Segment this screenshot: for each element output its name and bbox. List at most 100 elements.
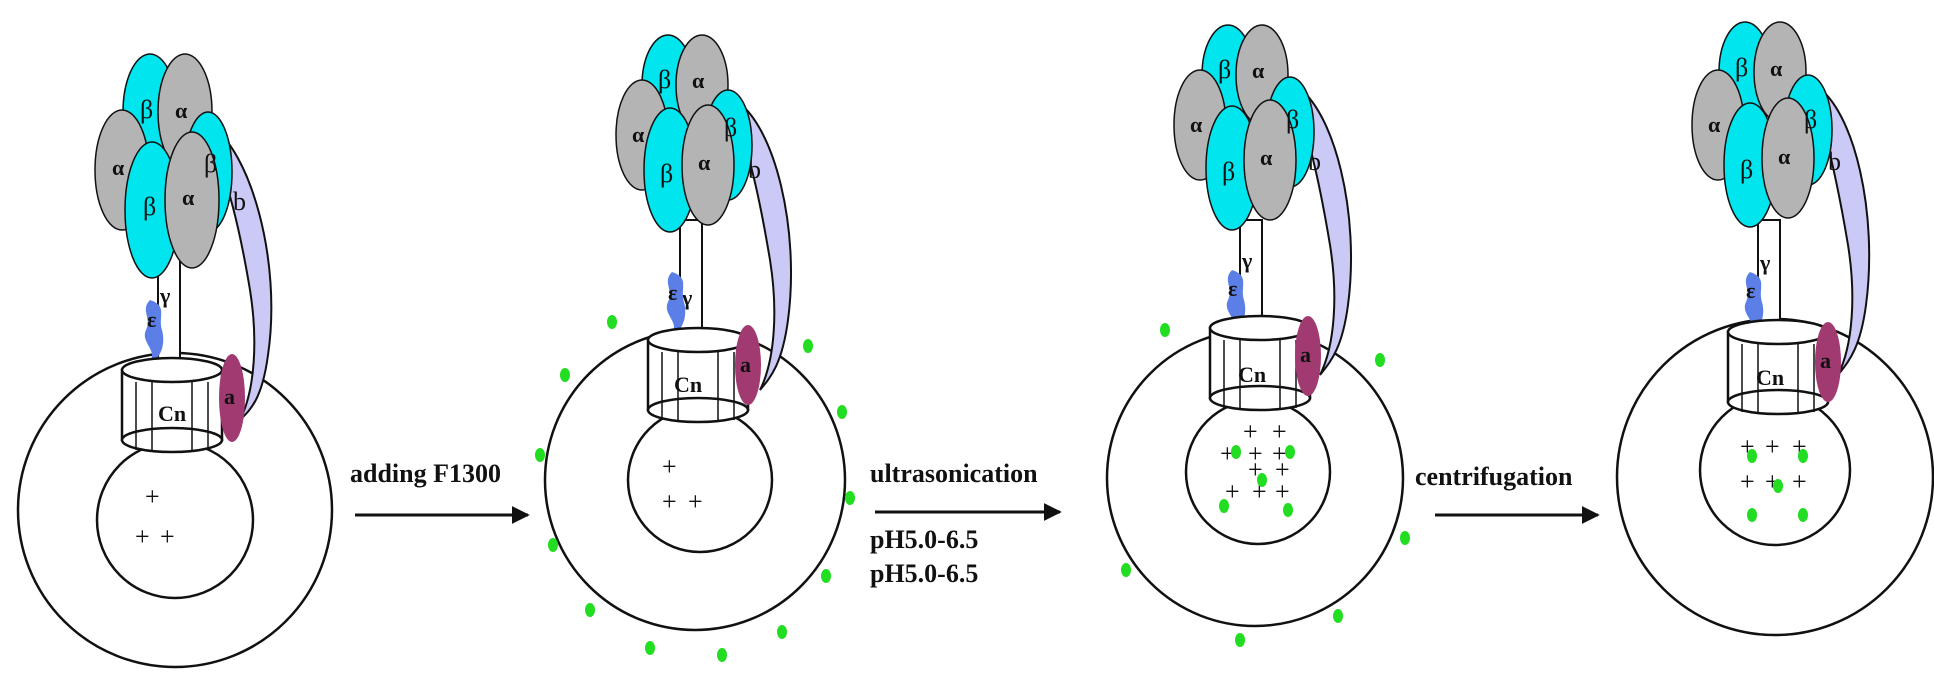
b-label: b — [1828, 147, 1841, 176]
alpha-label: α — [1778, 144, 1791, 169]
vesicle-inner — [95, 440, 255, 600]
cn-ring: Cn — [120, 356, 224, 454]
proton-mark: + — [1275, 455, 1290, 484]
f1300-particle — [1333, 609, 1343, 623]
beta-label: β — [204, 149, 217, 178]
b-subunit — [1294, 83, 1352, 376]
proton-mark: + — [1272, 439, 1287, 468]
proton-mark: + — [1740, 467, 1755, 496]
a-label: a — [224, 384, 235, 409]
proton-mark: + — [1792, 467, 1807, 496]
gamma-label: γ — [1759, 250, 1770, 275]
internal-particles — [1219, 445, 1295, 517]
stage-1-initial-vesicle: + + + γ ε b Cn a — [16, 53, 334, 669]
step-label: adding F1300 — [350, 459, 501, 488]
vesicle-inner — [626, 406, 774, 554]
proton-mark: + — [1243, 417, 1258, 446]
beta-label: β — [1804, 105, 1817, 134]
f1-head: β α β α β α — [615, 34, 753, 233]
a-subunit — [735, 325, 761, 405]
cn-label: Cn — [158, 401, 186, 426]
f1300-particle — [1400, 531, 1410, 545]
a-subunit — [1815, 322, 1841, 402]
stage-3-after-ultrasonication: + + + + + + + + + + γ ε b — [1105, 24, 1410, 647]
cn-label: Cn — [1238, 362, 1266, 387]
cn-label: Cn — [674, 372, 702, 397]
f1300-particle — [777, 625, 787, 639]
alpha-label: α — [1708, 112, 1721, 137]
beta-label: β — [658, 65, 671, 94]
alpha-label: α — [1252, 58, 1265, 83]
beta-label: β — [1222, 157, 1235, 186]
proton-mark: + — [160, 522, 175, 551]
f1300-particle — [1747, 508, 1757, 522]
epsilon-label: ε — [1228, 276, 1237, 301]
step-3: centrifugation — [1415, 462, 1600, 524]
step-label: centrifugation — [1415, 462, 1573, 491]
a-subunit — [219, 354, 245, 442]
f1300-particle — [1798, 449, 1808, 463]
a-label: a — [740, 352, 751, 377]
beta-label: β — [1218, 55, 1231, 84]
proton-mark: + — [1220, 439, 1235, 468]
f1300-particle — [1375, 353, 1385, 367]
beta-label: β — [1740, 155, 1753, 184]
epsilon-label: ε — [1746, 278, 1755, 303]
cn-ring: Cn — [646, 326, 750, 424]
beta-label: β — [660, 159, 673, 188]
alpha-label: α — [692, 68, 705, 93]
proton-mark: + — [662, 452, 677, 481]
f1300-particle — [1231, 445, 1241, 459]
proton-group: + + + — [135, 482, 175, 551]
f1300-particle — [837, 405, 847, 419]
epsilon-subunit — [1744, 272, 1764, 332]
b-subunit — [734, 98, 792, 391]
external-particles — [1121, 323, 1410, 647]
f1300-particle — [1219, 499, 1229, 513]
beta-label: β — [143, 192, 156, 221]
epsilon-subunit — [144, 300, 164, 362]
f1300-particle — [803, 339, 813, 353]
alpha-subunit — [681, 104, 735, 226]
f1-head: β α β α β α — [1691, 21, 1833, 228]
beta-label: β — [724, 113, 737, 142]
f1300-particle — [1257, 473, 1267, 487]
cn-ring: Cn — [1208, 314, 1312, 412]
alpha-label: α — [182, 185, 195, 210]
alpha-label: α — [1190, 112, 1203, 137]
proton-group: + + + — [662, 452, 703, 516]
f1300-particle — [645, 641, 655, 655]
f1300-particle — [1121, 563, 1131, 577]
epsilon-subunit — [666, 272, 686, 334]
stage-4-after-centrifugation: + + + + + + γ ε b Cn — [1615, 21, 1934, 637]
f1-head: β α β α β α — [94, 53, 233, 279]
f1300-particle — [1798, 508, 1808, 522]
cn-ring: Cn — [1726, 318, 1830, 416]
f1300-particle — [607, 315, 617, 329]
f1300-particle — [1283, 503, 1293, 517]
step-label: ultrasonication — [870, 459, 1038, 488]
f1300-particle — [717, 648, 727, 662]
a-subunit — [1295, 316, 1321, 396]
alpha-label: α — [112, 155, 125, 180]
proton-mark: + — [1248, 439, 1263, 468]
cn-label: Cn — [1756, 365, 1784, 390]
epsilon-label: ε — [147, 307, 156, 332]
f1300-particles — [535, 315, 855, 662]
f1300-particle — [548, 538, 558, 552]
step-2: ultrasonication pH5.0-6.5 pH5.0-6.5 — [870, 459, 1062, 588]
proton-mark: + — [135, 522, 150, 551]
epsilon-label: ε — [668, 280, 677, 305]
alpha-label: α — [175, 98, 188, 123]
alpha-subunit — [164, 131, 220, 269]
alpha-label: α — [632, 122, 645, 147]
f1300-particle — [560, 368, 570, 382]
f1-head: β α β α β α — [1173, 24, 1315, 231]
f1300-particle — [845, 491, 855, 505]
proton-mark: + — [1765, 432, 1780, 461]
a-label: a — [1300, 342, 1311, 367]
proton-mark: + — [662, 487, 677, 516]
internal-particles — [1747, 449, 1808, 522]
beta-label: β — [140, 95, 153, 124]
